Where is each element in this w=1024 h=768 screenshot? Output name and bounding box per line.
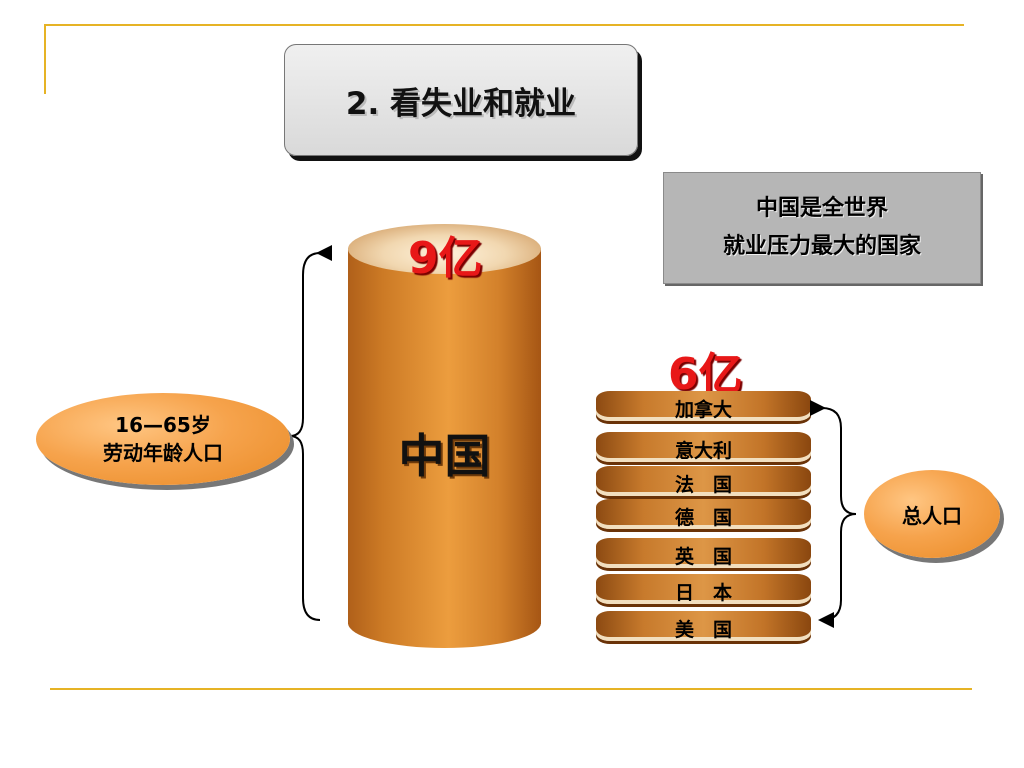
china-label: 中国 xyxy=(398,429,491,483)
country-disc: 加拿大 xyxy=(596,391,811,421)
country-name: 法 国 xyxy=(674,474,732,496)
slide-title: 2. 看失业和就业 xyxy=(284,44,638,156)
total-population-badge: 总人口 xyxy=(864,470,1000,558)
country-name: 加拿大 xyxy=(674,399,732,421)
china-cylinder-body xyxy=(348,248,541,624)
country-disc: 意大利 xyxy=(596,432,811,462)
labor-age-badge: 16—65岁 劳动年龄人口 xyxy=(36,393,290,485)
labor-age-line-1: 16—65岁 xyxy=(115,413,211,437)
china-cylinder-bottom xyxy=(348,598,541,648)
country-name: 美 国 xyxy=(674,619,732,641)
country-disc: 德 国 xyxy=(596,499,811,529)
country-name: 日 本 xyxy=(674,582,732,604)
country-disc: 日 本 xyxy=(596,574,811,604)
left-brace xyxy=(289,244,333,621)
country-disc: 法 国 xyxy=(596,466,811,496)
top-rule xyxy=(44,24,964,26)
left-rule xyxy=(44,24,46,94)
country-name: 英 国 xyxy=(674,546,732,568)
country-name: 意大利 xyxy=(674,440,732,462)
bottom-rule xyxy=(50,688,972,690)
country-disc: 英 国 xyxy=(596,538,811,568)
country-name: 德 国 xyxy=(674,507,732,529)
note-line-2: 就业压力最大的国家 xyxy=(722,234,921,259)
labor-age-line-2: 劳动年龄人口 xyxy=(103,441,223,465)
right-brace xyxy=(809,399,857,628)
country-disc: 美 国 xyxy=(596,611,811,641)
china-population: 9亿 xyxy=(408,233,483,284)
note-line-1: 中国是全世界 xyxy=(755,196,888,221)
china-cylinder-top xyxy=(348,224,541,274)
note-box: 中国是全世界 就业压力最大的国家 xyxy=(663,172,981,284)
